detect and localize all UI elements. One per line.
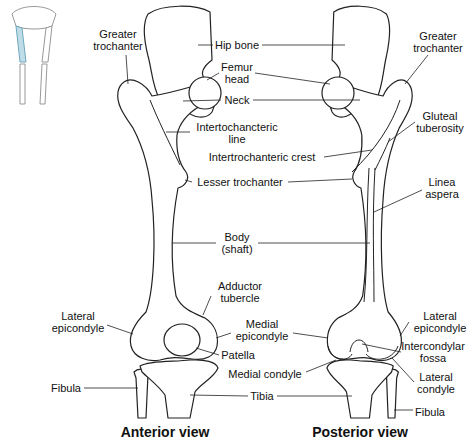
thumbnail-pelvis	[12, 7, 56, 30]
intercondylar-fossa	[350, 340, 368, 352]
part-label: Greater trochanter	[407, 30, 469, 54]
part-label: Lateral epicondyle	[409, 310, 471, 334]
posterior-view	[322, 6, 412, 418]
leader-line	[207, 73, 219, 80]
leader-line	[84, 388, 138, 389]
leader-line	[253, 100, 360, 101]
leader-line	[362, 344, 401, 352]
leader-line	[388, 122, 415, 142]
linea-aspera	[373, 168, 375, 302]
thumbnail-leg	[20, 64, 25, 104]
part-label: Lateral epicondyle	[47, 310, 109, 334]
leader-line	[277, 396, 352, 397]
leader-line	[324, 150, 372, 157]
leader-line	[203, 296, 211, 315]
part-label: Tibia	[242, 390, 282, 402]
linea-aspera	[364, 168, 369, 302]
leader-line	[190, 395, 248, 396]
part-label: Hip bone	[207, 39, 267, 51]
leader-line	[255, 73, 330, 84]
part-label: Intertrochanteric crest	[197, 151, 327, 163]
part-label: Medial condyle	[220, 368, 310, 380]
part-label: Lateral condyle	[409, 371, 464, 395]
leader-lines	[84, 45, 428, 410]
femur-head	[322, 77, 354, 109]
part-label: Adductor tubercle	[205, 280, 275, 304]
part-label: Intertochancteric line	[192, 121, 282, 145]
leader-line	[107, 325, 133, 334]
leader-line	[126, 55, 128, 84]
fibula-bone	[386, 369, 398, 418]
leader-line	[196, 348, 219, 355]
leader-line	[172, 243, 216, 244]
leader-line	[216, 333, 231, 338]
part-label: Body (shaft)	[212, 231, 262, 255]
intertrochanteric-crest	[352, 100, 400, 172]
leader-line	[405, 55, 428, 84]
thumbnail-leg	[40, 64, 47, 104]
leader-line	[293, 333, 328, 338]
anterior-view	[118, 6, 221, 418]
part-label: Intercondylar fossa	[395, 340, 471, 364]
part-label: Neck	[217, 94, 257, 106]
leader-line	[185, 180, 192, 182]
skeleton-thumbnail	[12, 7, 56, 105]
tibia-bone	[327, 360, 393, 418]
view-title: Posterior view	[290, 424, 430, 440]
leader-line	[183, 100, 221, 101]
part-label: Fibula	[41, 382, 91, 394]
fibula-bone	[134, 369, 148, 418]
leader-line	[288, 179, 352, 182]
part-label: Gluteal tuberosity	[409, 110, 471, 134]
intertrochanteric-line	[150, 100, 180, 165]
medial-condyle	[328, 346, 352, 359]
view-title: Anterior view	[95, 424, 235, 440]
part-label: Medial epicondyle	[231, 318, 293, 342]
thumbnail-femur	[42, 26, 52, 62]
tibia-bone	[140, 360, 218, 418]
part-label: Linea aspera	[417, 176, 467, 200]
leader-line	[306, 360, 336, 372]
part-label: Lesser trochanter	[190, 176, 290, 188]
leader-line	[258, 243, 370, 244]
gluteal-tuberosity	[375, 138, 390, 170]
patella-bone	[164, 324, 200, 356]
leader-line	[374, 190, 422, 212]
leader-line	[392, 358, 414, 382]
leader-line	[198, 45, 213, 46]
part-label: Patella	[213, 349, 263, 361]
part-label: Greater trochanter	[87, 28, 149, 52]
leader-line	[394, 410, 413, 411]
leader-line	[166, 132, 190, 133]
femur-head	[189, 77, 221, 109]
leader-line	[262, 45, 345, 46]
leader-line	[400, 322, 409, 336]
part-label: Fibula	[405, 406, 455, 418]
femur-bone	[327, 80, 412, 361]
part-label: Femur head	[217, 61, 257, 85]
thumbnail-femur-highlight	[16, 26, 26, 62]
